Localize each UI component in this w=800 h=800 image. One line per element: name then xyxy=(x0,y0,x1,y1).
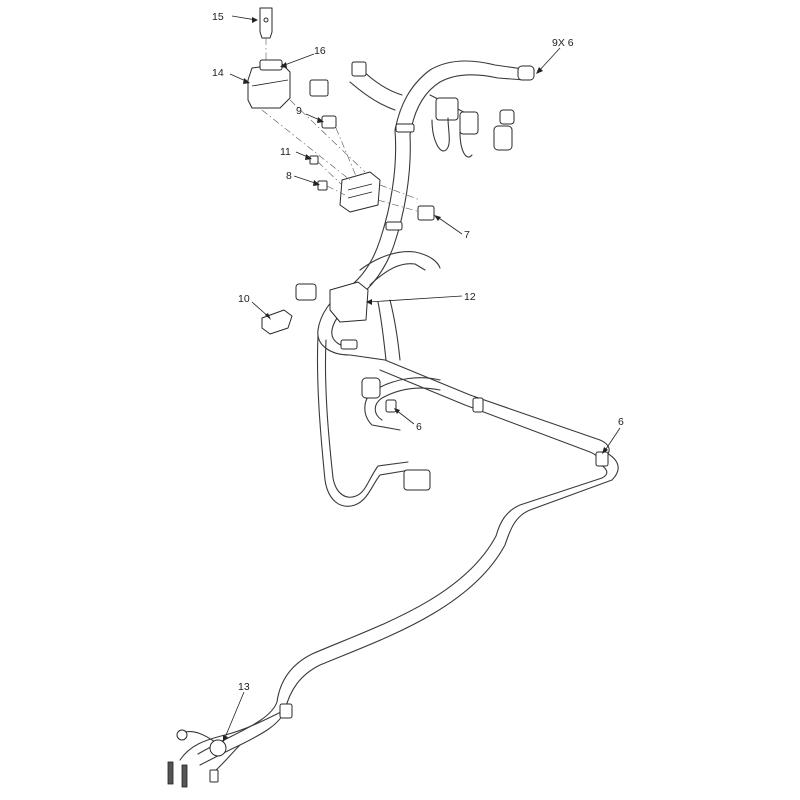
callout-label: 6 xyxy=(618,416,624,428)
assembly-lines xyxy=(261,38,421,213)
callout-10: 10 xyxy=(238,293,271,320)
connector xyxy=(499,109,515,125)
connector xyxy=(361,377,381,399)
callout-15: 15 xyxy=(212,11,258,23)
callout-label: 7 xyxy=(464,229,470,241)
callout-6-right: 6 xyxy=(602,416,624,454)
callout-11: 11 xyxy=(280,146,312,160)
callout-12: 12 xyxy=(366,291,476,305)
connector-part-9 xyxy=(321,115,337,129)
callout-label: 15 xyxy=(212,11,224,23)
callout-label: 6 xyxy=(416,421,422,433)
connector xyxy=(459,111,479,135)
terminal xyxy=(209,769,219,783)
callout-9x6: 9X 6 xyxy=(536,37,574,74)
clip xyxy=(340,339,358,350)
bracket-part-15 xyxy=(259,7,273,39)
terminal-part-8 xyxy=(317,180,328,191)
connector xyxy=(517,65,535,81)
connector xyxy=(403,469,431,491)
callout-14: 14 xyxy=(212,67,250,84)
terminal-part-11 xyxy=(309,155,319,165)
harness-clips xyxy=(279,123,609,719)
connector xyxy=(493,125,513,151)
clip xyxy=(595,451,609,467)
callout-label: 10 xyxy=(238,293,250,305)
clip xyxy=(279,703,293,719)
callout-label: 9 xyxy=(296,105,302,117)
callout-label: 12 xyxy=(464,291,476,303)
relay-block-part-14 xyxy=(247,59,291,109)
ground-cable-part-13 xyxy=(167,729,227,788)
terminal xyxy=(167,761,174,785)
connector xyxy=(295,283,317,301)
clip xyxy=(385,221,403,231)
callout-13: 13 xyxy=(223,681,250,742)
clip xyxy=(395,123,415,133)
main-harness xyxy=(179,60,619,776)
connector-part-10 xyxy=(261,309,293,335)
callout-label: 8 xyxy=(286,170,292,182)
fuse-part-16 xyxy=(259,59,283,71)
connector-part-12 xyxy=(329,281,369,323)
connector xyxy=(351,61,367,77)
callout-label: 13 xyxy=(238,681,250,693)
clip xyxy=(385,399,397,413)
terminal xyxy=(181,764,188,788)
callout-6-lower: 6 xyxy=(394,408,422,433)
clip xyxy=(472,397,484,413)
callout-label: 11 xyxy=(280,146,291,158)
connector xyxy=(435,97,459,121)
callout-7: 7 xyxy=(434,215,470,241)
callout-9: 9 xyxy=(296,105,324,123)
callouts: 15 16 14 9X 6 9 11 8 xyxy=(212,11,624,742)
callout-label: 16 xyxy=(314,45,326,57)
callout-label: 9X 6 xyxy=(552,37,574,49)
connector xyxy=(309,79,329,97)
callout-16: 16 xyxy=(280,45,326,68)
callout-label: 14 xyxy=(212,67,224,79)
callout-8: 8 xyxy=(286,170,320,186)
connector-part-7 xyxy=(417,205,435,221)
main-connector xyxy=(339,171,381,213)
